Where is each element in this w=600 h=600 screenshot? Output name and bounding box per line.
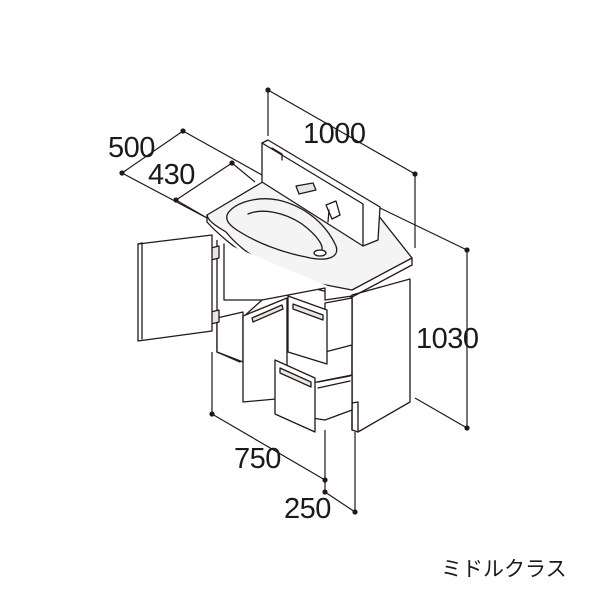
dim-height-total-label: 1030	[416, 323, 479, 355]
center-door-handle	[251, 304, 284, 323]
backsplash	[261, 139, 381, 247]
side-cabinet	[351, 278, 411, 433]
upper-drawer-handle	[292, 303, 324, 321]
dimension-lines	[119, 87, 470, 515]
dim-width-total-label: 1000	[303, 118, 366, 150]
basin-bowl	[226, 198, 338, 260]
faucet-icon	[295, 182, 341, 223]
interior-back-edge	[223, 243, 263, 301]
cabinet-base-strip	[216, 311, 244, 363]
dim-depth-total-label: 500	[108, 132, 155, 164]
dim-width-cabinet-label: 750	[234, 443, 281, 475]
product-class-caption: ミドルクラス	[441, 557, 567, 581]
lower-drawer-rail	[317, 375, 351, 389]
backsplash-notch	[271, 147, 283, 161]
dim-width-side-label: 250	[284, 493, 331, 525]
lower-drawer-front	[274, 359, 316, 433]
basin-inner-contour	[247, 210, 323, 253]
left-door-thickness	[137, 242, 143, 340]
dim-depth-counter-label: 430	[148, 159, 195, 191]
lower-drawer-handle	[279, 367, 312, 388]
drain-icon	[313, 249, 327, 257]
upper-drawer-box	[324, 297, 353, 353]
backsplash-top-edge	[261, 142, 364, 247]
vanity-unit	[137, 139, 413, 433]
dimension-labels: 1000 500 430 1030 750 250	[108, 118, 479, 525]
left-door-open	[137, 234, 213, 342]
